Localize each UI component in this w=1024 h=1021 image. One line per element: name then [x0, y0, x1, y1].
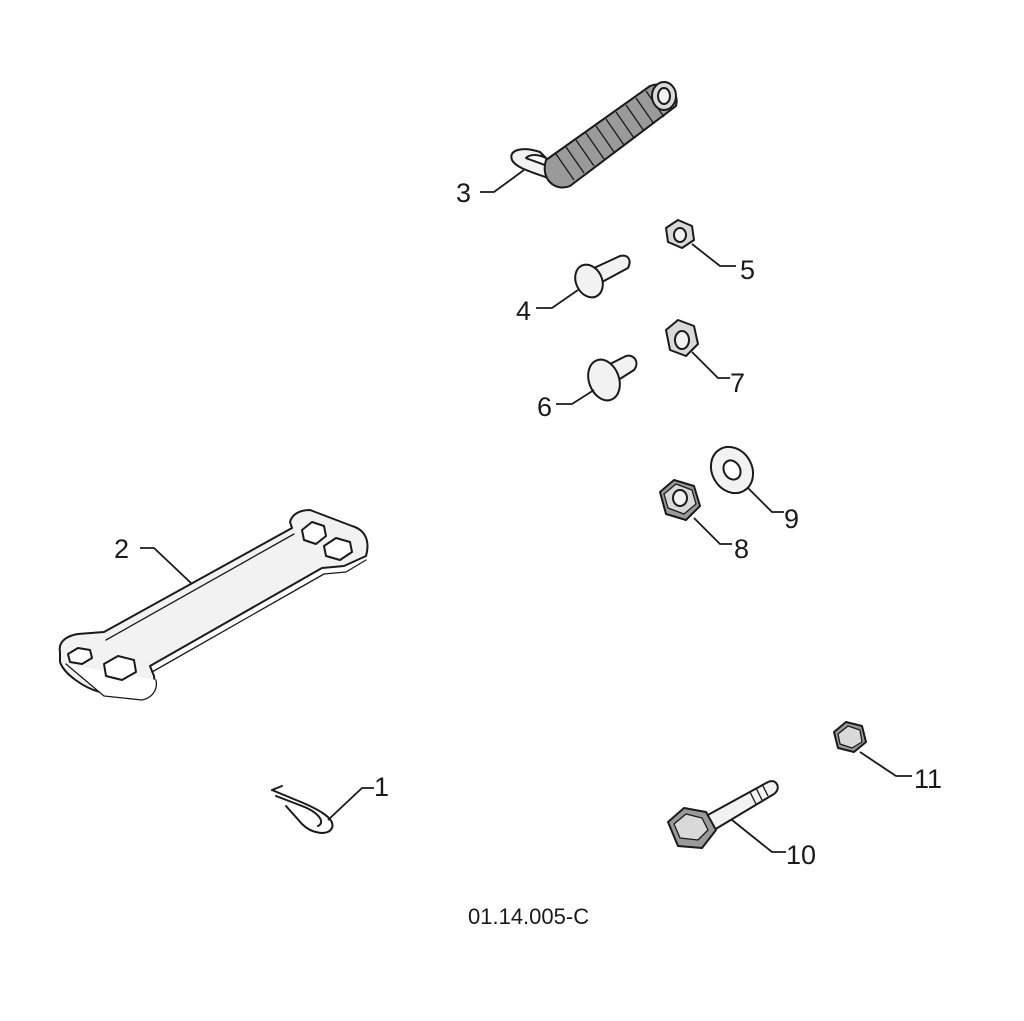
- leader-11: [859, 751, 912, 777]
- callout-4: 4: [516, 296, 531, 326]
- callout-5: 5: [740, 255, 755, 285]
- diagram-reference-code: 01.14.005-C: [468, 904, 589, 929]
- leader-8: [693, 517, 732, 545]
- callout-1: 1: [374, 772, 389, 802]
- leader-10: [731, 819, 786, 853]
- leader-1: [327, 787, 374, 821]
- leader-7: [691, 351, 730, 379]
- wrench-plate-part: [58, 509, 369, 701]
- callout-11: 11: [914, 764, 942, 794]
- leader-2: [140, 547, 193, 585]
- leader-5: [691, 243, 736, 267]
- lock-nut-part: [659, 479, 701, 521]
- washer-part: [709, 445, 755, 495]
- callout-9: 9: [784, 504, 799, 534]
- flange-nut-part: [665, 319, 699, 357]
- callout-3: 3: [456, 178, 471, 208]
- flange-bolt-part: [667, 780, 779, 849]
- flange-nut-small-part: [665, 219, 695, 249]
- leader-4: [536, 289, 579, 309]
- callout-2: 2: [114, 534, 129, 564]
- carriage-bolt-part: [587, 354, 638, 402]
- leader-3: [480, 169, 525, 193]
- leader-9: [747, 487, 784, 513]
- callout-8: 8: [734, 534, 749, 564]
- callout-7: 7: [730, 368, 745, 398]
- callout-6: 6: [537, 392, 552, 422]
- callout-10: 10: [786, 840, 816, 870]
- hairpin-clip-part: [271, 785, 334, 834]
- leader-6: [556, 389, 595, 405]
- spring-part: [510, 81, 678, 189]
- shoulder-bolt-part: [574, 254, 631, 299]
- lock-nut-small-part: [833, 721, 867, 753]
